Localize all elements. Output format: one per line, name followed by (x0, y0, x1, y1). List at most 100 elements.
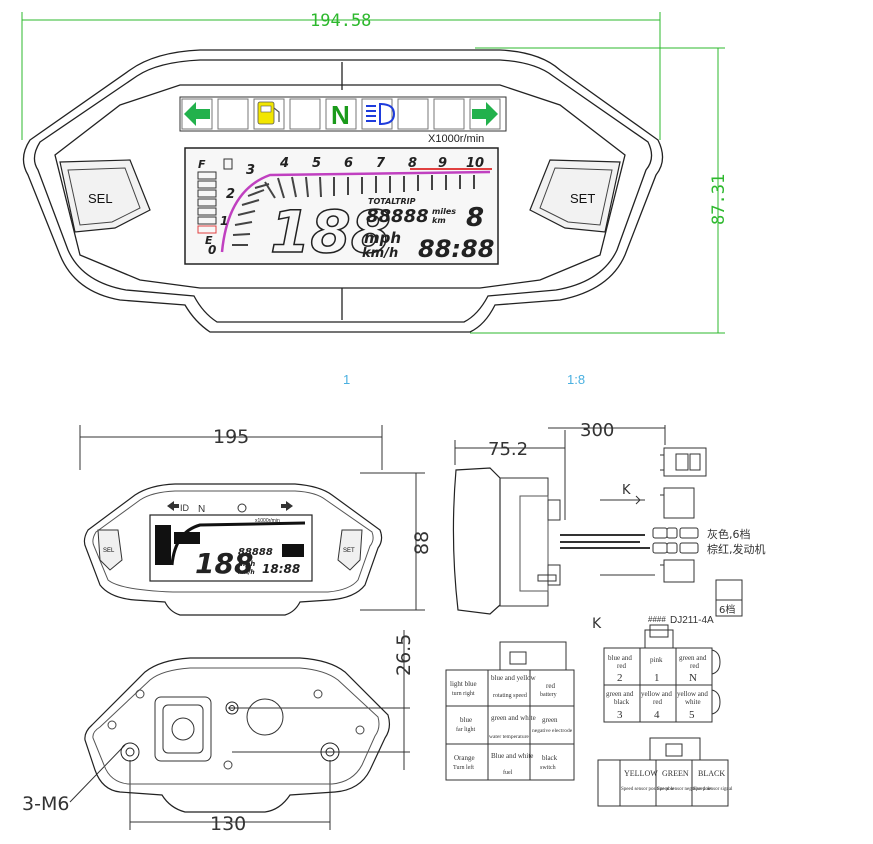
k-cell-line2: red (653, 698, 662, 706)
back-height-label: 26.5 (393, 634, 415, 676)
main-cell-desc: far light (456, 726, 475, 733)
mph-label: mph (364, 229, 401, 247)
miles-label: miles (432, 207, 456, 216)
sel-button[interactable]: SEL (59, 159, 151, 233)
high-beam-icon (366, 102, 396, 126)
k-cell-line1: green and (679, 654, 707, 662)
indicator-strip: N (179, 96, 507, 132)
front-rpm-unit: x1000r/min (255, 518, 280, 524)
side-connector-bottom (660, 559, 695, 583)
fuel-can-icon (223, 158, 233, 170)
k-cell-line2: white (685, 698, 701, 706)
main-cell-name: Blue and white (491, 752, 533, 760)
main-cell-name: blue (460, 716, 472, 724)
main-cell-desc: water temperature (489, 734, 529, 740)
main-cell-name: black (542, 754, 558, 762)
side-depth-label: 75.2 (488, 439, 528, 460)
connector-main-pinout: light blue turn right blue and yellow ro… (445, 641, 575, 781)
main-cell-desc: fuel (503, 769, 513, 776)
set-button[interactable]: SET (529, 159, 621, 233)
front-odometer: 88888 (238, 547, 273, 558)
main-cell-desc: negative electrode (532, 728, 573, 734)
top-view: 194.58 87.31 (21, 11, 729, 334)
front-oil-icon (237, 503, 247, 513)
fuel-gauge: F E (197, 158, 217, 247)
neutral-indicator: N (331, 100, 350, 130)
side-connector-top (660, 447, 707, 477)
left-turn-arrow-icon (184, 102, 210, 126)
clock-readout: 88:88 (418, 235, 494, 263)
front-sel-label: SEL (103, 548, 115, 554)
k-cell-line2: black (614, 698, 630, 706)
km-label: km (432, 216, 446, 225)
main-cell-name: red (546, 682, 555, 690)
back-width-label: 130 (210, 813, 246, 835)
mount-label: 3-M6 (22, 793, 69, 815)
rpm-tick-label: 10 (466, 156, 484, 171)
fuel-empty-label: E (205, 234, 213, 247)
side-k-label: K (622, 483, 631, 498)
k-cell-line1: pink (650, 656, 663, 664)
k-cell-line1: green and (606, 690, 634, 698)
speed-cell-name: YELLOW (624, 769, 658, 778)
indicator-slot (253, 98, 285, 130)
indicator-slot (361, 98, 393, 130)
connector-k-pinout: K #### DJ211-4A blue and red 2 pink 1 gr… (592, 615, 721, 723)
k-cell-line1: yellow and (641, 690, 672, 698)
speed-cell-desc: Speed sensor positive pole (621, 787, 675, 792)
front-lcd: x1000r/min 188 88888 mph km/h 18:88 (149, 514, 313, 582)
speed-cell-desc: Speed sensor signal (693, 787, 733, 792)
sel-button-label: SEL (88, 191, 113, 206)
wire-label-engine: 棕红,发动机 (707, 542, 766, 556)
mount-hole (120, 742, 140, 762)
main-cell-name: Orange (454, 754, 475, 762)
gear-connector-label: 6档 (719, 603, 735, 616)
top-width-label: 194.58 (310, 11, 371, 31)
rpm-tick-label: 9 (438, 156, 447, 171)
mount-hole (225, 701, 239, 715)
k-cell-line1: blue and (608, 654, 632, 662)
gear-connector-box: 6档 (715, 579, 743, 617)
indicator-slot (181, 98, 213, 130)
k-cell-pin: 1 (654, 672, 660, 684)
fuel-full-label: F (198, 158, 206, 171)
main-cell-desc: battery (540, 692, 557, 698)
k-cell-line2: red (617, 662, 626, 670)
main-cell-desc: Turn left (453, 764, 474, 771)
front-view: 195 88 ID N SEL SET x1000r/min 188 88888 (79, 425, 433, 616)
lcd-panel: F E (184, 147, 499, 267)
fuel-pump-icon (257, 101, 280, 125)
side-cable-label: 300 (580, 420, 614, 441)
mount-hole (320, 742, 340, 762)
connector-speed-pinout: YELLOW Speed sensor positive pole GREEN … (597, 737, 733, 807)
rpm-bars (232, 175, 475, 246)
wire-label-gear: 灰色,6档 (707, 527, 751, 541)
front-neutral-label: N (198, 504, 205, 515)
main-cell-name: green and white (491, 714, 536, 722)
top-height-dimension (470, 47, 725, 334)
speed-cell-desc: Speed sensor negative pole (657, 787, 712, 792)
front-width-label: 195 (213, 426, 249, 448)
main-cell-name: green (542, 716, 558, 724)
speed-readout: 188 (270, 198, 391, 266)
front-sel-button[interactable]: SEL (97, 529, 123, 571)
front-clock: 18:88 (262, 562, 300, 576)
k-cell-pin: 3 (617, 709, 623, 721)
rpm-tick-label: 8 (408, 156, 417, 171)
front-mph-label: mph (238, 560, 255, 568)
indicator-slot (433, 98, 465, 130)
right-turn-arrow-icon (472, 102, 498, 126)
front-speed-readout: 188 (195, 547, 253, 580)
indicator-slot (469, 98, 501, 130)
indicator-slot (217, 98, 249, 130)
rpm-unit: X1000r/min (428, 133, 484, 145)
rpm-low-tick-label: 0 (208, 243, 216, 257)
indicator-slot (325, 98, 357, 130)
main-cell-name: blue and yellow (491, 674, 537, 682)
side-view: 75.2 300 K (452, 420, 766, 615)
front-set-label: SET (343, 548, 355, 554)
k-cell-pin: 4 (654, 709, 660, 721)
front-set-button[interactable]: SET (337, 529, 363, 571)
main-cell-desc: rotating speed (493, 693, 527, 699)
